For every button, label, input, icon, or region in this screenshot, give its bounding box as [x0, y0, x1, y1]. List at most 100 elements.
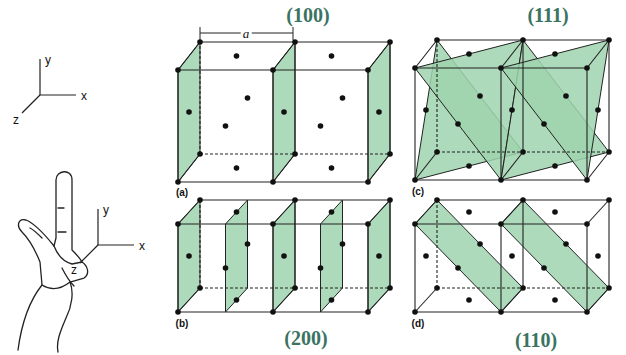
atom-dot	[466, 163, 472, 169]
cell-edge	[608, 200, 609, 288]
cell-edge	[587, 40, 609, 68]
unit-cells	[175, 39, 393, 185]
atom-dot	[387, 285, 393, 291]
atom-dot	[175, 179, 181, 185]
atom-dot	[606, 149, 612, 155]
atom-dot	[552, 163, 558, 169]
atom-dot	[423, 253, 429, 259]
atom-dot	[329, 209, 335, 215]
atom-dot	[552, 209, 558, 215]
cell-edge	[368, 42, 390, 70]
atom-dot	[606, 285, 612, 291]
atom-dot	[186, 109, 192, 115]
atom-dot	[292, 285, 298, 291]
atom-dot	[340, 241, 346, 247]
atom-dot	[292, 39, 298, 45]
atom-dot	[234, 297, 240, 303]
cell-edge	[273, 42, 295, 70]
cell-edge	[436, 200, 437, 288]
plane-index: (200)	[284, 328, 327, 348]
atom-dot	[197, 285, 203, 291]
axis-label: x	[81, 90, 87, 102]
cell-edge	[178, 288, 200, 312]
atom-dot	[340, 95, 346, 101]
atom-dot	[365, 221, 371, 227]
atom-dot	[318, 123, 324, 129]
atom-dot	[552, 297, 558, 303]
atom-dot	[584, 177, 590, 183]
cell-edge	[178, 200, 200, 224]
cell-edge	[500, 68, 501, 180]
atom-dot	[329, 165, 335, 171]
cell-edge	[414, 68, 415, 180]
atom-dot	[365, 179, 371, 185]
atom-dot	[292, 197, 298, 203]
atom-dot	[281, 109, 287, 115]
atom-dot	[270, 309, 276, 315]
dimension-line	[293, 27, 294, 40]
crystal-plane	[273, 200, 295, 312]
cell-edge	[368, 288, 390, 312]
atom-dot	[498, 221, 504, 227]
atom-dot	[281, 253, 287, 259]
cell-edge	[273, 154, 295, 182]
atom-dot	[387, 197, 393, 203]
atom-dot	[412, 309, 418, 315]
atom-dot	[541, 121, 547, 127]
plane-index: (100)	[286, 5, 329, 25]
atom-dot	[520, 37, 526, 43]
atom-dot	[552, 51, 558, 57]
atom-dot	[175, 221, 181, 227]
atom-dot	[434, 285, 440, 291]
atom-dot	[245, 241, 251, 247]
unit-cells	[412, 197, 612, 315]
atom-dot	[455, 265, 461, 271]
cell-edge	[587, 200, 609, 224]
cell-edge	[367, 224, 368, 312]
crystal-plane	[368, 200, 390, 312]
atom-dot	[292, 151, 298, 157]
atom-dot	[466, 297, 472, 303]
atom-dot	[434, 37, 440, 43]
cell-edge	[294, 42, 295, 154]
atom-dot	[412, 221, 418, 227]
axis-label: x	[139, 240, 145, 252]
dimension-line	[200, 27, 201, 40]
cell-edge	[608, 40, 609, 152]
cell-edge	[272, 70, 273, 182]
cell-edge	[294, 200, 295, 288]
plane-index: (111)	[527, 5, 568, 25]
unit-cells	[412, 37, 612, 183]
cell-edge	[414, 224, 415, 312]
atom-dot	[498, 177, 504, 183]
atom-dot	[365, 309, 371, 315]
axis-triad	[22, 59, 76, 113]
atom-dot	[466, 209, 472, 215]
right-hand-sketch	[18, 172, 88, 352]
atom-dot	[423, 107, 429, 113]
atom-dot	[329, 53, 335, 59]
crystal-plane	[501, 200, 609, 312]
cell-edge	[522, 200, 523, 288]
atom-dot	[412, 177, 418, 183]
cell-edge	[389, 200, 390, 288]
cell-edge	[368, 154, 390, 182]
cell-edge	[501, 200, 523, 224]
atom-dot	[197, 39, 203, 45]
axis-label: y	[103, 204, 109, 216]
cell-edge	[272, 224, 273, 312]
cell-edge	[587, 152, 609, 180]
lattice-constant: a	[241, 27, 252, 40]
cell-edge	[501, 288, 523, 312]
atom-dot	[318, 265, 324, 271]
figure-tag: (a)	[176, 188, 188, 198]
cell-edge	[415, 40, 437, 68]
cell-edge	[587, 288, 609, 312]
crystal-plane	[368, 42, 390, 182]
crystal-plane	[226, 200, 248, 312]
crystal-plane	[501, 40, 609, 180]
atom-dot	[234, 53, 240, 59]
atom-dot	[509, 253, 515, 259]
atom-dot	[223, 265, 229, 271]
